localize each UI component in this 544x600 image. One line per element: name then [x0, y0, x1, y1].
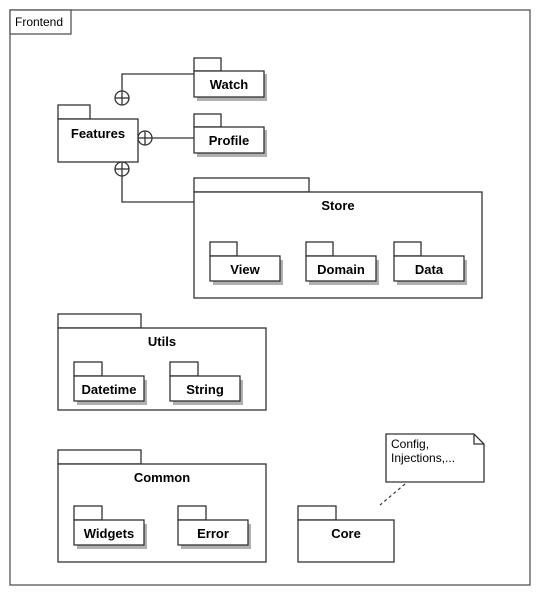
package-features: Features [57, 104, 139, 163]
package-watch: Watch [193, 57, 267, 101]
package-view: View [209, 241, 283, 285]
package-domain: Domain [305, 241, 379, 285]
package-label: Datetime [82, 382, 137, 397]
package-label: Profile [209, 133, 249, 148]
note-line: Config, [391, 437, 429, 451]
package-profile: Profile [193, 113, 267, 157]
containment-circle-icon [137, 130, 153, 146]
package-label: Core [331, 526, 361, 541]
package-widgets: Widgets [73, 505, 147, 549]
edge-features-store [121, 176, 194, 203]
package-label: Store [321, 198, 354, 213]
note-line: Injections,... [391, 451, 455, 465]
package-error: Error [177, 505, 251, 549]
containment-circle-icon [114, 90, 130, 106]
edge-features-watch [121, 73, 194, 91]
package-label: Common [134, 470, 190, 485]
package-core: Core [297, 505, 395, 563]
package-utils: Utils Datetime String [57, 313, 267, 411]
package-label: String [186, 382, 224, 397]
package-label: Data [415, 262, 444, 277]
package-label: Watch [210, 77, 249, 92]
package-label: Utils [148, 334, 176, 349]
package-label: View [230, 262, 260, 277]
frame-title: Frontend [15, 15, 63, 29]
package-label: Domain [317, 262, 365, 277]
package-label: Features [71, 126, 125, 141]
package-label: Error [197, 526, 229, 541]
package-string: String [169, 361, 243, 405]
containment-edges [114, 73, 194, 203]
package-common: Common Widgets Error [57, 449, 267, 563]
package-store: Store View Domain Data [193, 177, 483, 299]
containment-circle-icon [114, 161, 130, 177]
package-label: Widgets [84, 526, 134, 541]
package-datetime: Datetime [73, 361, 147, 405]
note-core: Config, Injections,... [379, 433, 485, 506]
package-data: Data [393, 241, 467, 285]
